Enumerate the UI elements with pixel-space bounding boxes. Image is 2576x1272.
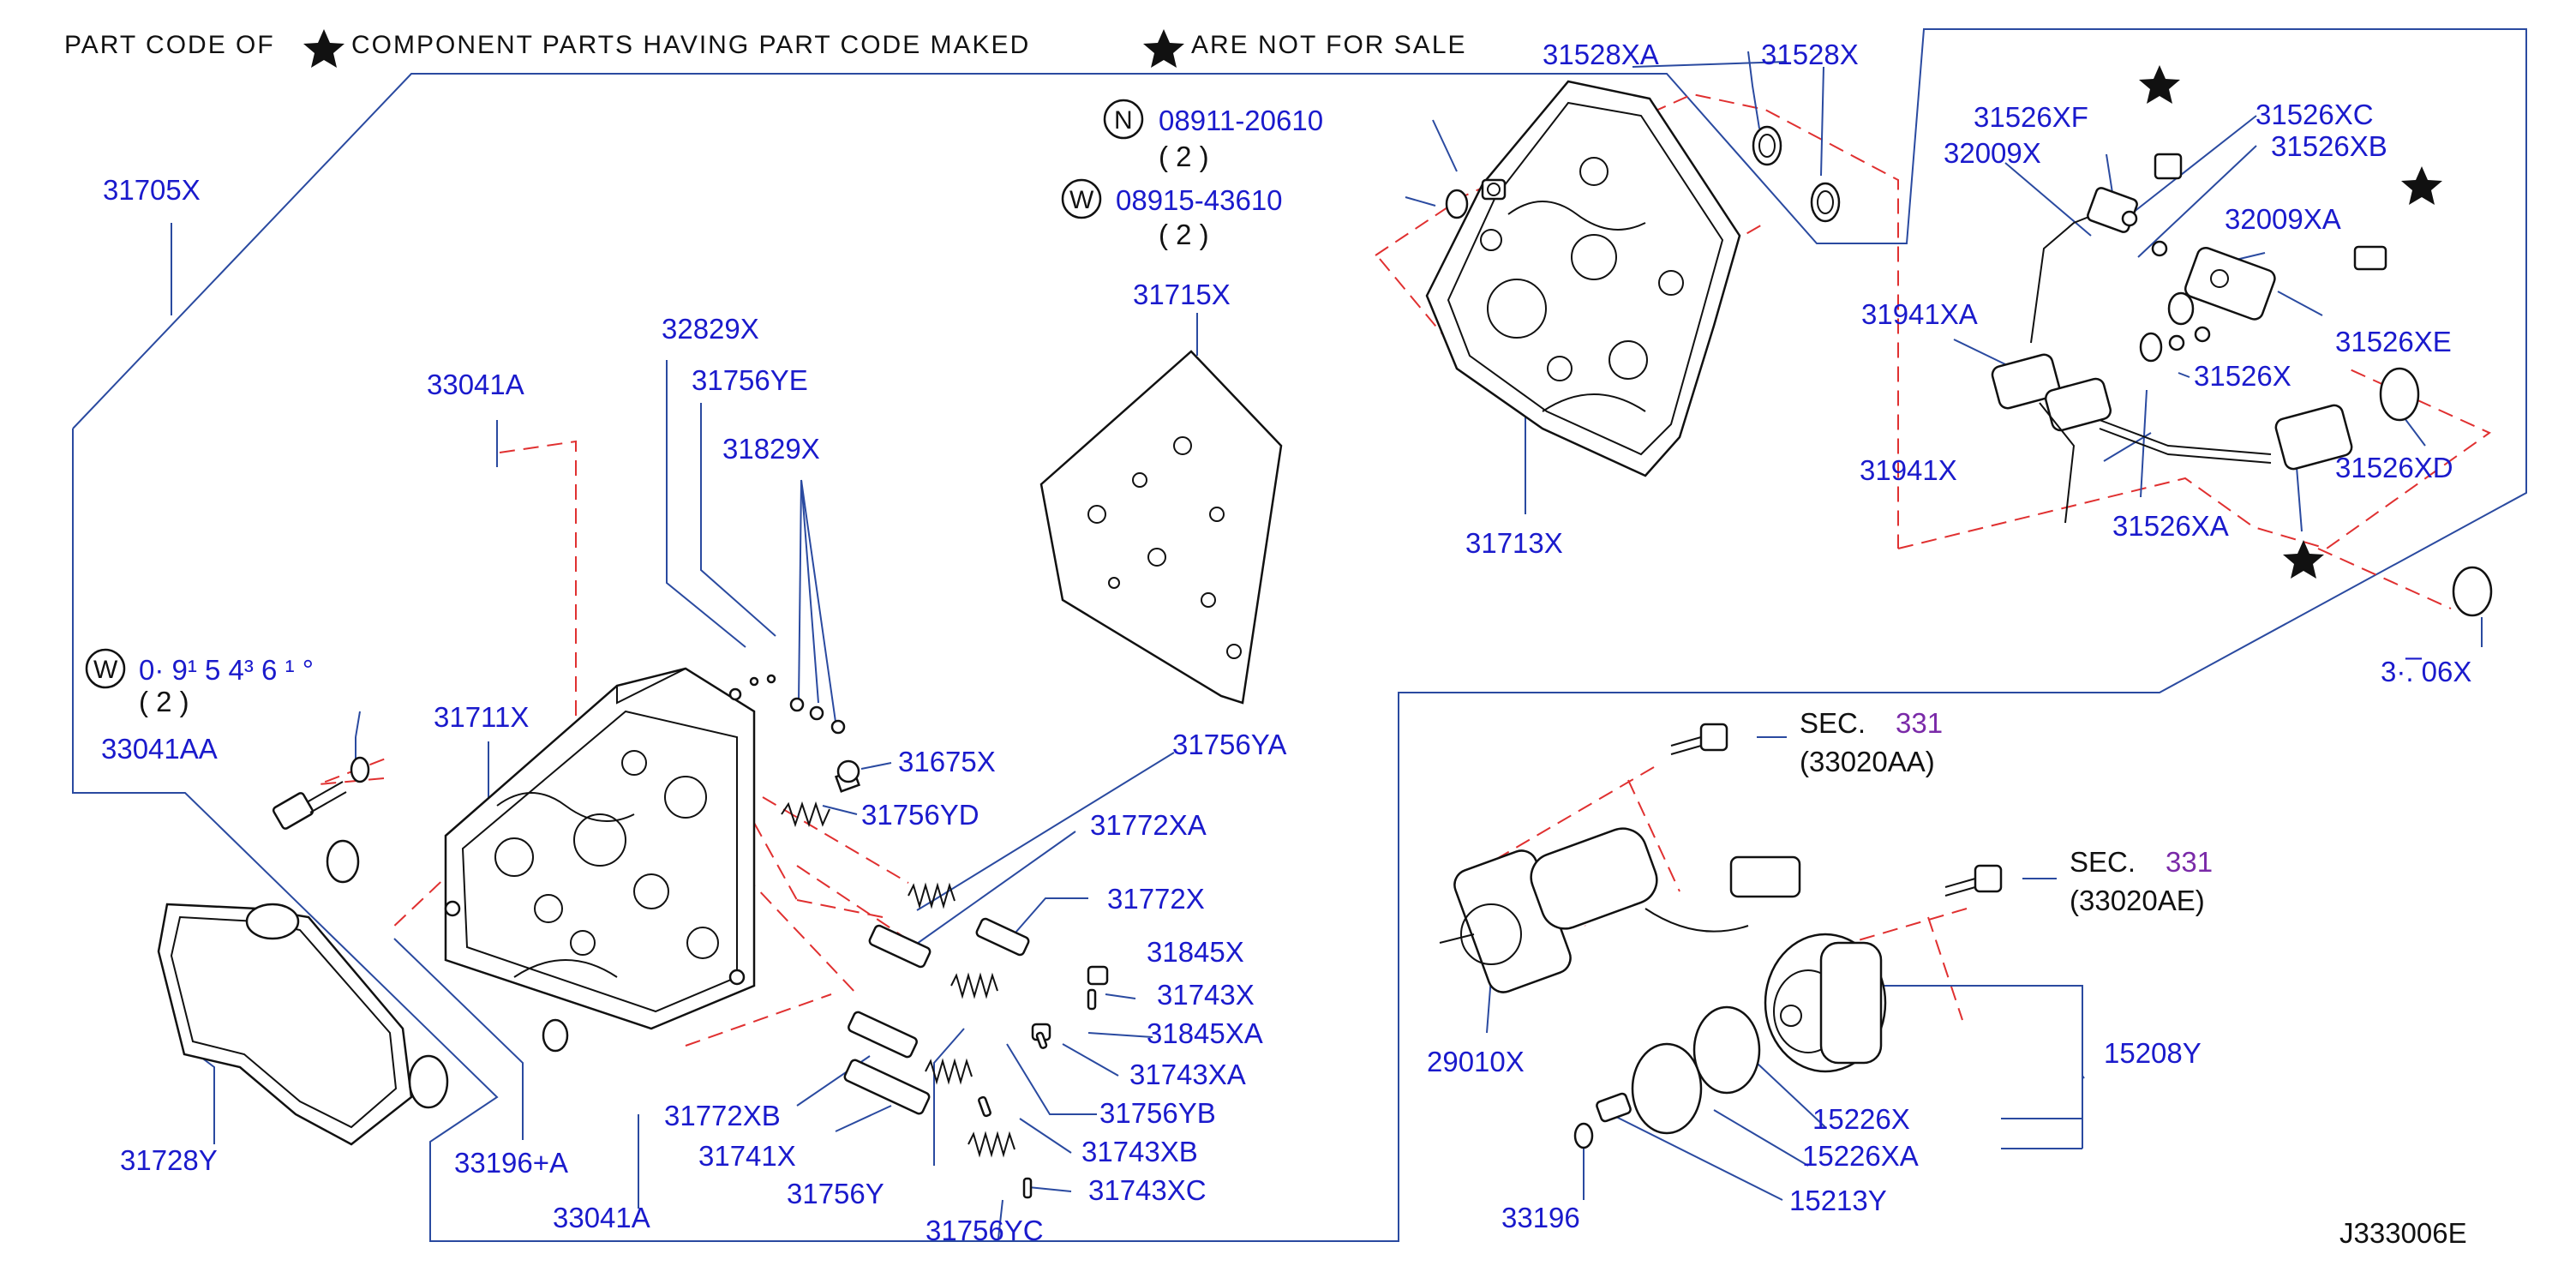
part-label: 31756YE xyxy=(692,364,808,396)
section-ref-2: SEC. 331 (33020AE) xyxy=(2022,846,2213,916)
part-label: 31941XA xyxy=(1861,298,1978,330)
fastener-qty: ( 2 ) xyxy=(1159,219,1209,250)
part-label: 31743XC xyxy=(1088,1174,1207,1206)
part-label: 31713X xyxy=(1465,527,1563,559)
part-label: 33041AA xyxy=(101,733,218,765)
leaders-top xyxy=(1405,51,1824,514)
part-label: 31772XA xyxy=(1090,809,1207,841)
fastener-code: 0· 9¹ 5 4³ 6 ¹ ° xyxy=(139,654,314,686)
part-label: 31743XA xyxy=(1129,1059,1246,1090)
star-icon xyxy=(1143,29,1184,68)
star-icon xyxy=(303,29,344,68)
header-note-part3: ARE NOT FOR SALE xyxy=(1191,31,1467,59)
fastener-callout-w2: W 0· 9¹ 5 4³ 6 ¹ ° ( 2 ) xyxy=(85,648,314,717)
valve-body xyxy=(444,667,756,1030)
star-icon xyxy=(2283,540,2324,579)
pump-15208y xyxy=(1573,864,2003,1149)
fastener-callout-n: N 08911-20610 ( 2 ) xyxy=(1103,99,1323,172)
o-ring xyxy=(326,839,569,1053)
part-label: 31528XA xyxy=(1543,39,1659,70)
diagram-code: J333006E xyxy=(2339,1217,2467,1249)
part-label: 33196 xyxy=(1501,1202,1580,1233)
part-label: 31756YB xyxy=(1099,1097,1216,1129)
part-label: 31526XA xyxy=(2112,510,2229,542)
upper-valve-body xyxy=(1425,80,1741,477)
part-label: 31756Y xyxy=(787,1178,884,1209)
fastener-qty: ( 2 ) xyxy=(139,686,189,717)
part-label: 31756YD xyxy=(861,799,979,831)
part-label: 31526XF xyxy=(1974,101,2088,133)
part-label: 31715X xyxy=(1133,279,1231,310)
bolt-33041aa xyxy=(272,756,370,830)
part-label: 31526XE xyxy=(2335,326,2452,357)
part-label: 29010X xyxy=(1427,1046,1525,1077)
section-number: 331 xyxy=(2166,846,2213,878)
part-label: 3·.̅ 06X xyxy=(2381,656,2471,687)
header-note-part2: COMPONENT PARTS HAVING PART CODE MAKED xyxy=(351,31,1030,59)
section-prefix: SEC. xyxy=(2070,846,2136,878)
part-label: 31528X xyxy=(1761,39,1859,70)
part-label: 31941X xyxy=(1860,454,1957,486)
fastener-code: 08915-43610 xyxy=(1116,184,1283,216)
part-label: 31711X xyxy=(434,701,529,733)
fastener-symbol: N xyxy=(1114,106,1133,135)
part-labels: 31705X 33041A 32829X 31756YE 31829X 3171… xyxy=(101,39,2471,1246)
part-label: 33041A xyxy=(427,369,524,400)
separator-plate xyxy=(1039,313,1283,705)
fastener-qty: ( 2 ) xyxy=(1159,141,1209,172)
fastener-code: 08911-20610 xyxy=(1159,105,1323,136)
part-label: 31728Y xyxy=(120,1144,218,1176)
oil-strainer xyxy=(157,903,449,1146)
part-label: 33196+A xyxy=(454,1147,568,1179)
part-label: 31526XB xyxy=(2271,130,2387,162)
part-label: 31705X xyxy=(103,174,201,206)
fastener-symbol: W xyxy=(93,656,118,684)
solenoid-assembly xyxy=(1991,65,2493,617)
section-ref: (33020AE) xyxy=(2070,885,2205,916)
part-label: 15208Y xyxy=(2104,1037,2202,1069)
part-label: 31526XD xyxy=(2335,452,2453,483)
star-icon xyxy=(2139,65,2180,104)
assembly-frame xyxy=(72,28,2527,1242)
fastener-callout-w1: W 08915-43610 ( 2 ) xyxy=(1061,178,1283,250)
part-label: 15226X xyxy=(1812,1103,1910,1135)
small-parts xyxy=(728,674,1109,1199)
part-label: 31829X xyxy=(722,433,820,465)
part-label: 31743XB xyxy=(1081,1136,1198,1167)
fastener-symbol: W xyxy=(1069,186,1094,214)
section-ref: (33020AA) xyxy=(1800,746,1935,777)
part-label: 31526X xyxy=(2194,360,2291,392)
part-label: 31741X xyxy=(698,1140,796,1172)
part-label: 32009X xyxy=(1944,137,2041,169)
part-label: 31772XB xyxy=(664,1100,781,1131)
part-label: 15213Y xyxy=(1789,1185,1887,1216)
part-label: 31743X xyxy=(1157,979,1255,1011)
header-note-part1: PART CODE OF xyxy=(64,31,275,59)
part-label: 31675X xyxy=(898,746,996,777)
part-label: 15226XA xyxy=(1802,1140,1919,1172)
explode-lines-right xyxy=(1897,368,2491,609)
part-label: 31772X xyxy=(1107,883,1205,915)
header-note: PART CODE OF COMPONENT PARTS HAVING PART… xyxy=(64,29,1467,68)
motor-29010x xyxy=(1439,723,1801,993)
leaders-right xyxy=(1953,115,2483,647)
part-label: 31756YA xyxy=(1172,729,1286,760)
top-washers xyxy=(1445,125,1841,223)
section-number: 331 xyxy=(1896,707,1943,739)
part-label: 31756YC xyxy=(926,1215,1044,1246)
part-label: 31845X xyxy=(1147,936,1244,968)
section-prefix: SEC. xyxy=(1800,707,1866,739)
star-icon xyxy=(2401,166,2442,205)
part-label: 33041A xyxy=(553,1202,650,1233)
section-ref-1: SEC. 331 (33020AA) xyxy=(1757,707,1943,777)
part-label: 31526XC xyxy=(2255,99,2374,130)
part-label: 32829X xyxy=(662,313,759,345)
part-label: 31845XA xyxy=(1147,1017,1263,1049)
part-label: 32009XA xyxy=(2225,203,2341,235)
